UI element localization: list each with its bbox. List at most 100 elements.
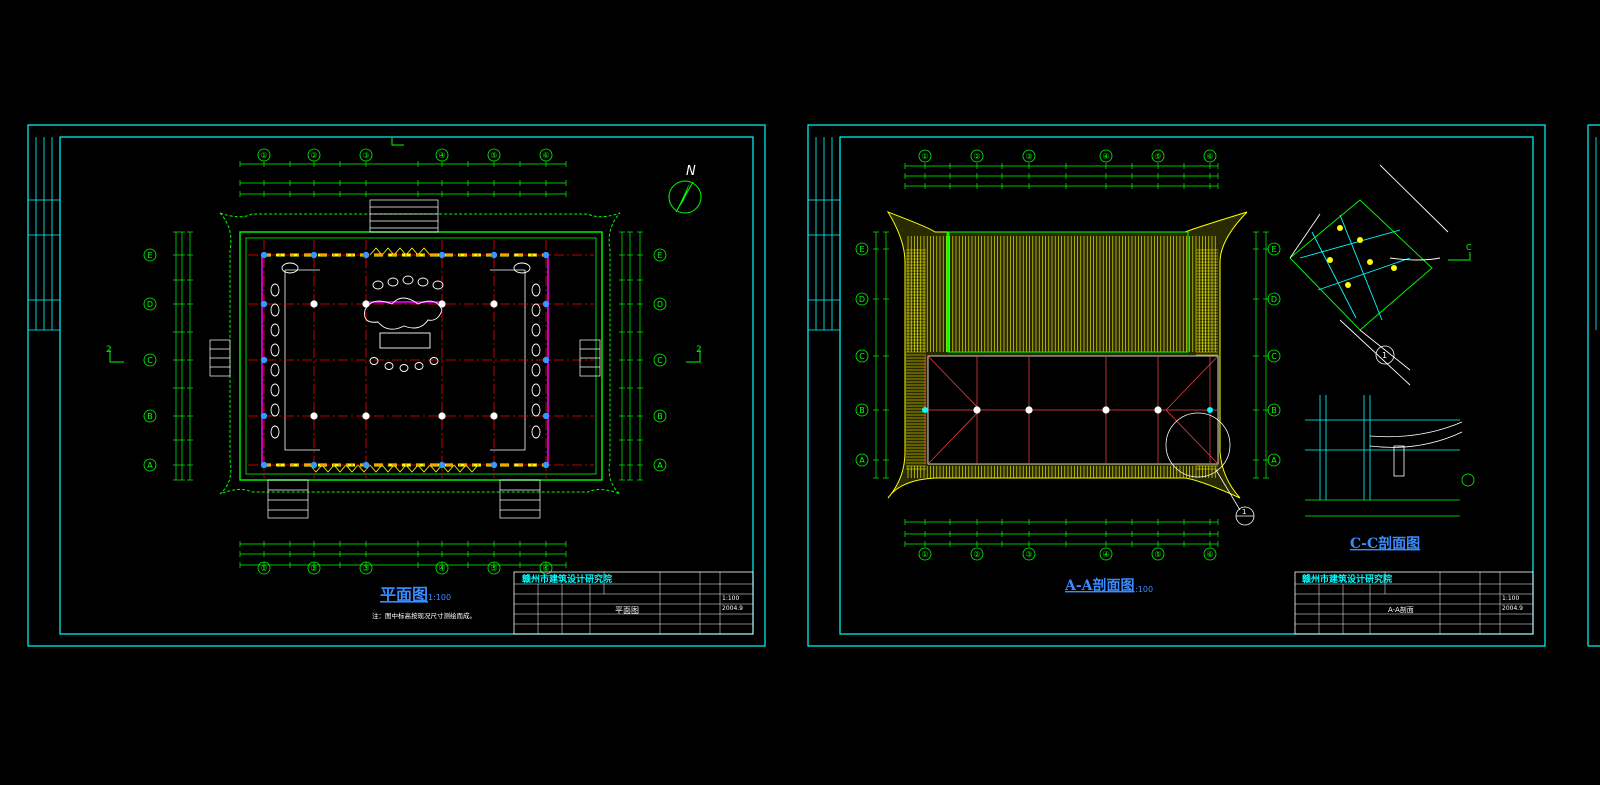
column-dot xyxy=(362,412,370,420)
corner-detail xyxy=(1289,164,1449,386)
seat xyxy=(531,383,541,397)
column-dot xyxy=(490,461,498,469)
column-dot xyxy=(1025,406,1033,414)
sheet-partial-third[interactable] xyxy=(1587,124,1600,647)
grid-bubble-label: A xyxy=(1271,456,1277,465)
grid-bubble-label: ① xyxy=(260,151,267,160)
detail-mark-2: 1 xyxy=(1382,351,1387,360)
grid-bubble-label: ⑥ xyxy=(1206,152,1213,161)
grid-bubble-label: ④ xyxy=(1102,550,1109,559)
columns xyxy=(260,251,550,469)
top-zigzag xyxy=(369,247,431,256)
seat xyxy=(531,363,541,377)
grid-bubble-label: E xyxy=(1271,245,1276,254)
column-dot xyxy=(542,356,550,364)
grid-bubble-label: E xyxy=(657,251,662,260)
column-dot xyxy=(310,461,318,469)
grid-bubble-label: ⑤ xyxy=(1154,152,1161,161)
grid-bubble xyxy=(855,242,869,256)
grid-bubble xyxy=(1151,149,1165,163)
grid-bubble-label: ② xyxy=(973,550,980,559)
section-mark-left: 2 xyxy=(106,345,112,355)
seat xyxy=(270,303,280,317)
seat xyxy=(531,425,541,439)
grid-bubble-label: ① xyxy=(921,550,928,559)
grid-bubble xyxy=(487,148,501,162)
roof-tile-hatch xyxy=(906,236,1218,478)
column-dot xyxy=(490,300,498,308)
sheet-inner-frame xyxy=(839,136,1534,635)
grid-bubble-label: ① xyxy=(260,564,267,573)
grid-bubble xyxy=(653,353,667,367)
axis-grid xyxy=(248,240,594,478)
grid-bubble-label: E xyxy=(859,245,864,254)
grid-bubble xyxy=(359,148,373,162)
column-dot xyxy=(1207,407,1213,413)
grid-bubble xyxy=(855,403,869,417)
grid-bubble-label: A xyxy=(657,461,663,470)
grid-bubble-label: ③ xyxy=(1025,152,1032,161)
grid-bubble-label: ⑤ xyxy=(490,151,497,160)
north-label: N xyxy=(686,164,696,179)
sheet-outer-frame xyxy=(27,124,766,647)
detail-bubble-2 xyxy=(1375,345,1395,365)
title-block xyxy=(513,571,754,635)
grid-bubble xyxy=(855,349,869,363)
grid-bubble xyxy=(1267,453,1281,467)
grid-bubble-label: D xyxy=(1271,295,1277,304)
detail-circle xyxy=(1165,412,1231,478)
interior-partition-left xyxy=(284,270,320,451)
seat xyxy=(513,262,531,274)
grid-bubble xyxy=(307,148,321,162)
column-dot xyxy=(438,300,446,308)
corner-detail-nodes xyxy=(1327,225,1397,288)
column-dot xyxy=(542,412,550,420)
grid-bubble xyxy=(1203,547,1217,561)
grid-bubble-label: D xyxy=(147,300,153,309)
grid-bubble xyxy=(1267,292,1281,306)
grid-bubble-label: ⑥ xyxy=(542,151,549,160)
grid-bubble-label: B xyxy=(147,412,153,421)
grid-bubble xyxy=(435,561,449,575)
grid-bubble-label: C xyxy=(147,356,153,365)
seat xyxy=(270,363,280,377)
grid-bubble xyxy=(307,561,321,575)
title-block-scale: 1:100 xyxy=(1502,595,1519,602)
title-block xyxy=(1294,571,1534,635)
grid-bubble xyxy=(1022,149,1036,163)
column-dot xyxy=(260,251,268,259)
column-dot xyxy=(973,406,981,414)
seat xyxy=(270,403,280,417)
grid-bubble xyxy=(918,547,932,561)
detail-mark: 1 xyxy=(1242,508,1246,516)
title-block-institute: 赣州市建筑设计研究院 xyxy=(522,573,612,585)
grid-bubble-label: C xyxy=(859,352,865,361)
grid-bubble xyxy=(143,409,157,423)
column-dot xyxy=(922,407,928,413)
sheet-inner-frame xyxy=(59,136,754,635)
grid-bubble-label: ④ xyxy=(438,151,445,160)
column-dot xyxy=(1102,406,1110,414)
column-dot xyxy=(542,461,550,469)
grid-bubble xyxy=(143,353,157,367)
seat xyxy=(270,323,280,337)
cc-section-drawing xyxy=(1305,395,1463,517)
grid-bubble xyxy=(1099,149,1113,163)
grid-bubble-label: ③ xyxy=(362,564,369,573)
column-dot xyxy=(438,461,446,469)
grid-bubble xyxy=(855,292,869,306)
sheet-outer-frame xyxy=(807,124,1546,647)
grid-bubble-label: B xyxy=(657,412,663,421)
column-dot xyxy=(310,300,318,308)
grid-bubble-label: ⑥ xyxy=(1206,550,1213,559)
column-dot xyxy=(362,251,370,259)
section-c-mark xyxy=(1448,252,1471,261)
dimension-lines xyxy=(873,163,1269,547)
seat xyxy=(531,403,541,417)
grid-bubble xyxy=(653,297,667,311)
grid-bubble xyxy=(257,561,271,575)
